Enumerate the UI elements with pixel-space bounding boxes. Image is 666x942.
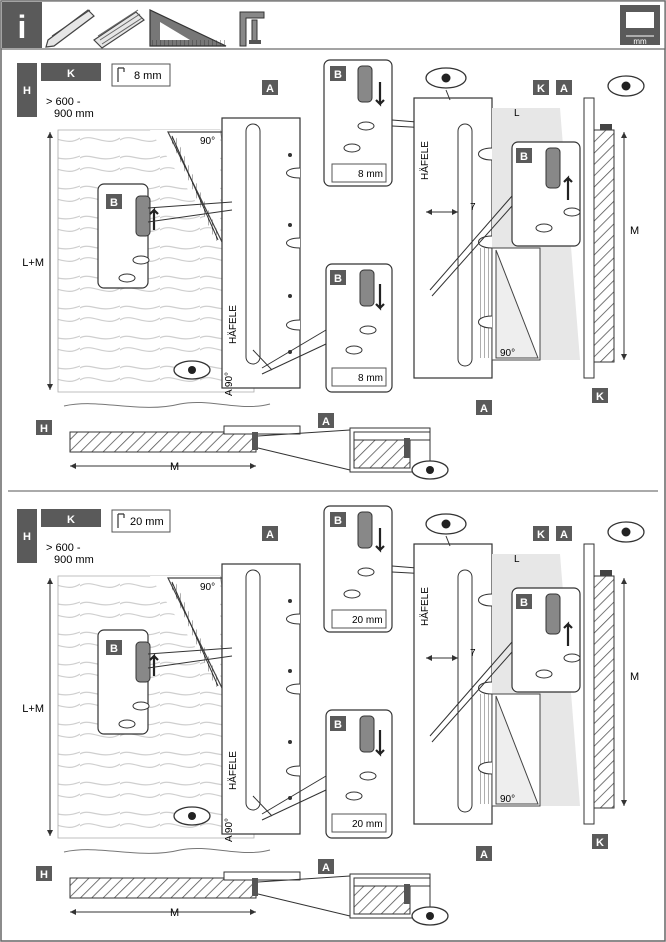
label-k: K xyxy=(67,514,75,526)
dim-seven: 7 xyxy=(470,648,476,659)
callout-a: A xyxy=(322,862,330,874)
callout-b: B xyxy=(520,151,528,163)
section-top: H K > 600 - 900 mm 8 mm 90° L+M HÄFELE A… xyxy=(22,68,639,473)
svg-text:i: i xyxy=(18,9,27,45)
range-line-2: 900 mm xyxy=(54,108,94,120)
inset-offset-2: 8 mm xyxy=(358,373,383,384)
callout-h: H xyxy=(40,423,48,435)
callout-b: B xyxy=(334,273,342,285)
angle-label: 90° xyxy=(200,136,215,147)
jig-brand: HÄFELE xyxy=(227,305,239,344)
callout-b: B xyxy=(334,515,342,527)
callout-a: A xyxy=(266,83,274,95)
set-square-icon xyxy=(149,9,227,47)
range-line-1: > 600 - xyxy=(46,96,81,108)
callout-a: A xyxy=(322,416,330,428)
clamp-icon xyxy=(239,11,265,47)
callout-a: A xyxy=(480,849,488,861)
offset-value: 8 mm xyxy=(134,70,162,82)
jig-brand-right: HÄFELE xyxy=(419,587,431,626)
dim-height: L+M xyxy=(22,257,44,269)
inset-offset-1: 8 mm xyxy=(358,169,383,180)
callout-b: B xyxy=(110,643,118,655)
label-h: H xyxy=(23,531,31,543)
inset-offset-1: 20 mm xyxy=(352,615,383,626)
dim-seven: 7 xyxy=(470,202,476,213)
callout-b: B xyxy=(520,597,528,609)
folding-rule-icon xyxy=(93,9,145,49)
unit-label: mm xyxy=(633,37,647,46)
callout-b: B xyxy=(110,197,118,209)
dim-height: L+M xyxy=(22,703,44,715)
dim-small: L xyxy=(514,108,520,119)
jig-brand: HÄFELE xyxy=(227,751,239,790)
callout-h: H xyxy=(40,869,48,881)
dim-m-bottom: M xyxy=(170,461,179,473)
jig-brand-right: HÄFELE xyxy=(419,141,431,180)
header-toolbar: i mm xyxy=(0,0,666,50)
callout-k: K xyxy=(596,837,604,849)
dim-m-bottom: M xyxy=(170,907,179,919)
inset-offset-2: 20 mm xyxy=(352,819,383,830)
info-icon: i xyxy=(2,2,42,48)
callout-b: B xyxy=(334,719,342,731)
label-h: H xyxy=(23,85,31,97)
label-k: K xyxy=(67,68,75,80)
angle-right: 90° xyxy=(500,794,515,805)
pencil-icon xyxy=(45,9,95,48)
dim-small: L xyxy=(514,554,520,565)
callout-a: A xyxy=(480,403,488,415)
callout-k: K xyxy=(537,529,545,541)
offset-value: 20 mm xyxy=(130,516,164,528)
dim-m-right: M xyxy=(630,225,639,237)
callout-k: K xyxy=(537,83,545,95)
callout-a: A xyxy=(266,529,274,541)
angle-side: A 90° xyxy=(224,372,235,396)
range-line-2: 900 mm xyxy=(54,554,94,566)
angle-right: 90° xyxy=(500,348,515,359)
unit-mm-icon: mm xyxy=(620,5,660,46)
section-bottom: H K > 600 - 900 mm 20 mm 90° L+M HÄFELE … xyxy=(22,514,639,919)
angle-side: A 90° xyxy=(224,818,235,842)
callout-k: K xyxy=(596,391,604,403)
range-line-1: > 600 - xyxy=(46,542,81,554)
callout-a: A xyxy=(560,529,568,541)
callout-b: B xyxy=(334,69,342,81)
angle-label: 90° xyxy=(200,582,215,593)
dim-m-right: M xyxy=(630,671,639,683)
callout-a: A xyxy=(560,83,568,95)
